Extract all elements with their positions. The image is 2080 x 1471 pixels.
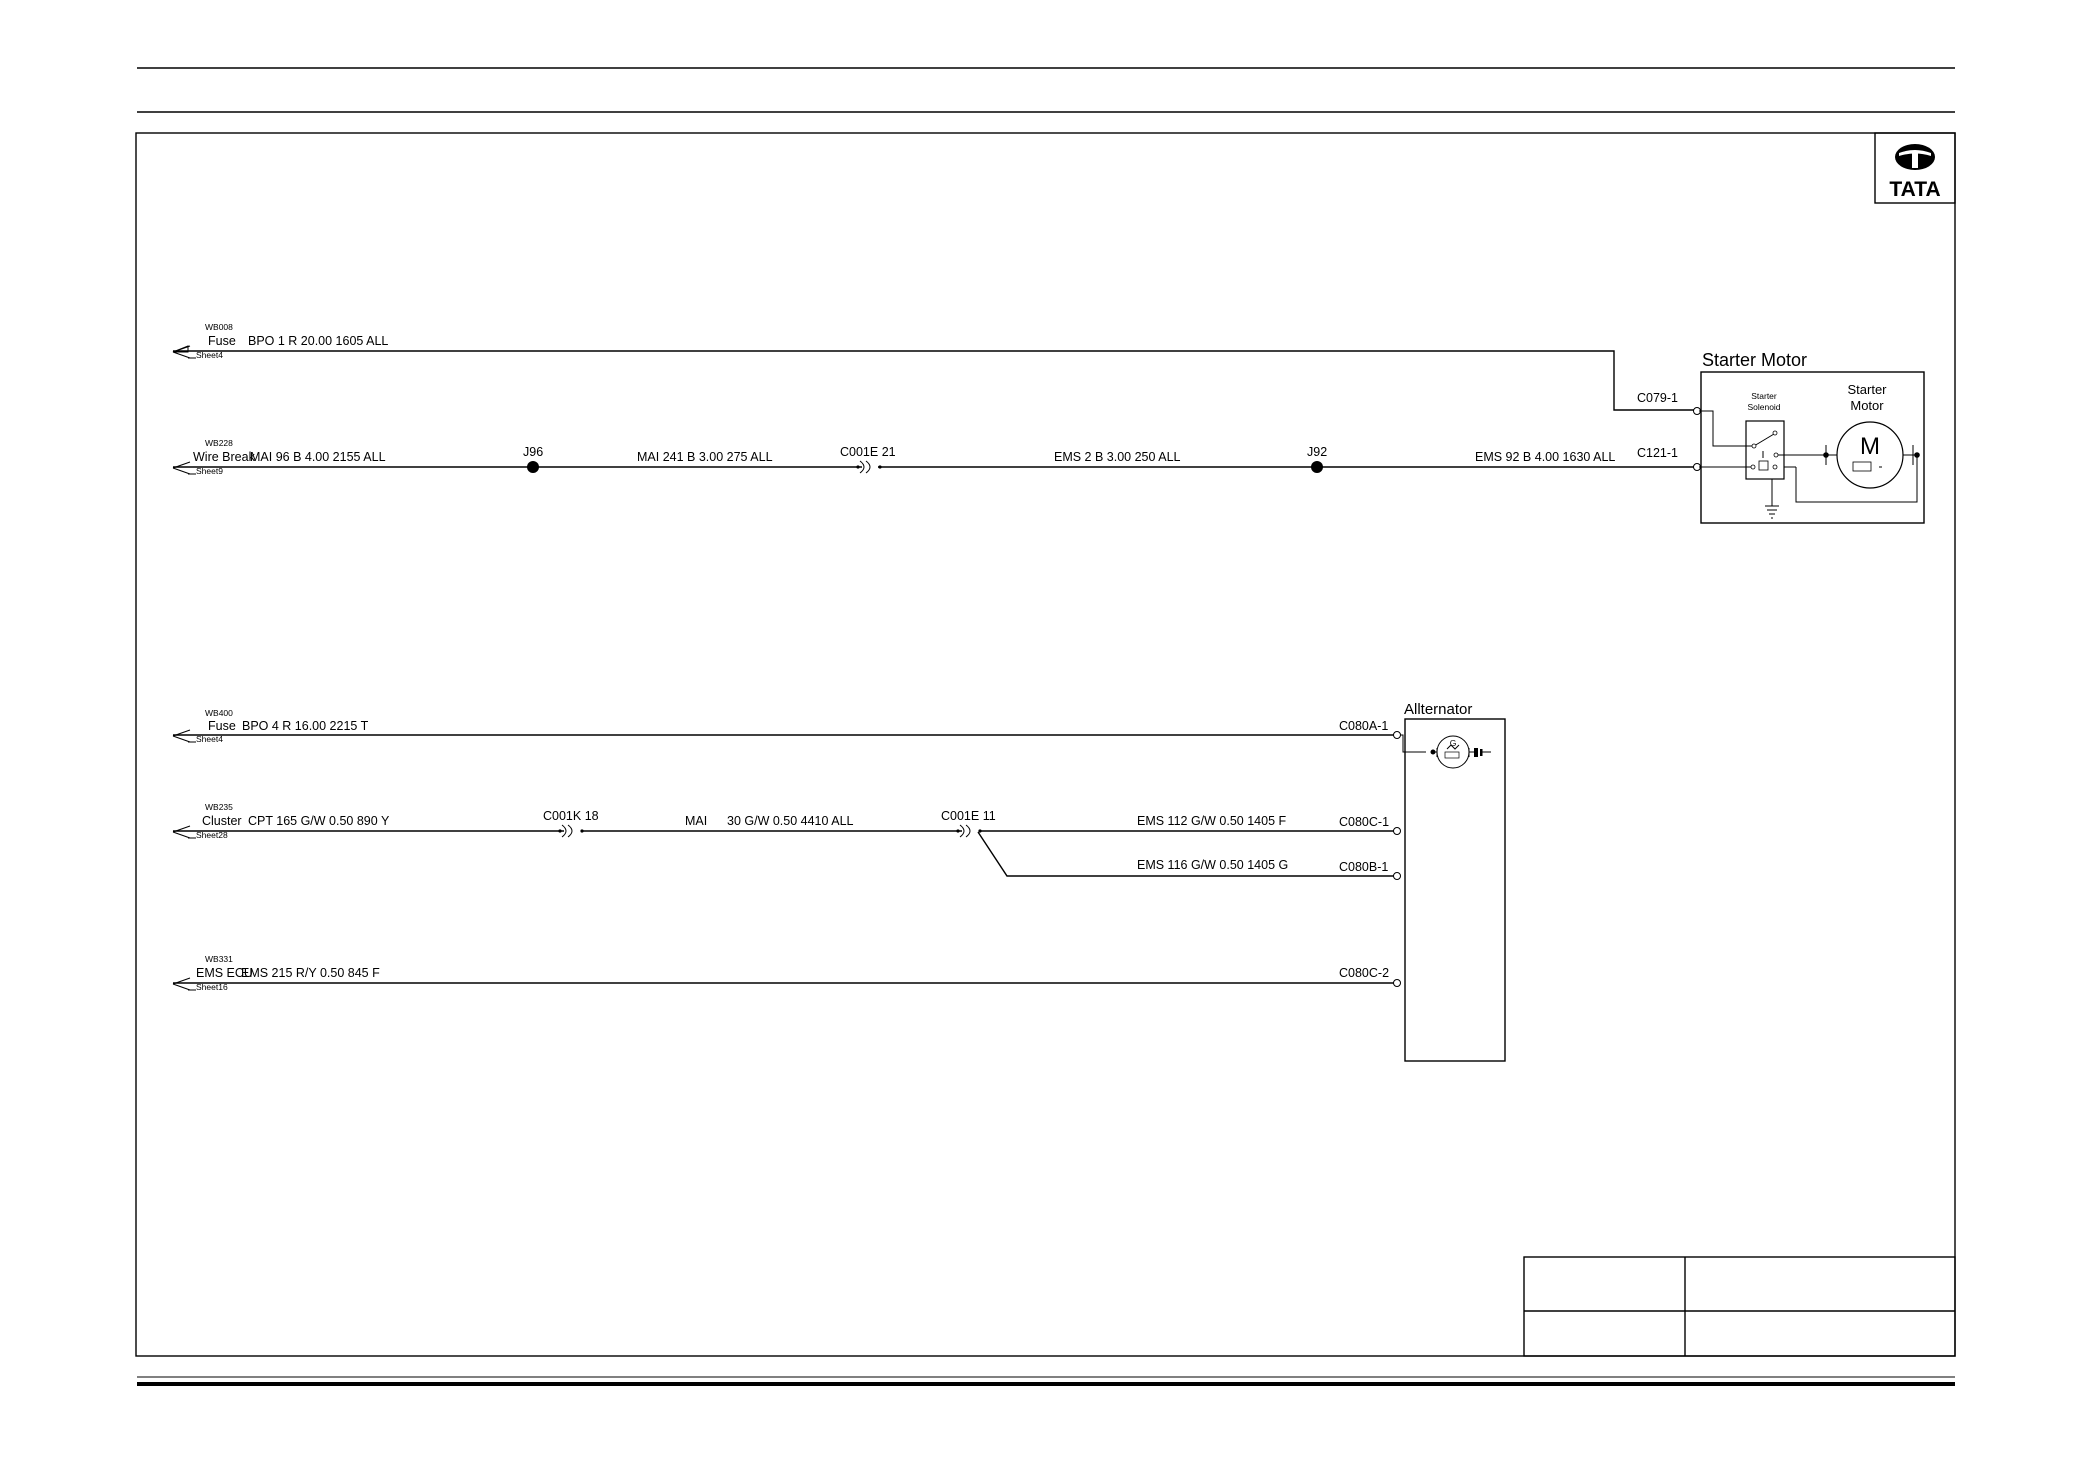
- wire-destination: Fuse: [208, 334, 236, 348]
- tata-logo: TATA: [1874, 132, 1956, 204]
- connector-pin: [1393, 872, 1401, 880]
- wire-segment-label: 30 G/W 0.50 4410 ALL: [727, 814, 854, 828]
- wire-spec-label: EMS 215 R/Y 0.50 845 F: [241, 966, 380, 980]
- connector-c080a-1: C080A-1: [1339, 719, 1388, 733]
- alternator-symbol: G: [1450, 738, 1457, 748]
- connector-pin: [1393, 979, 1401, 987]
- wire-origin-id: WB235: [205, 802, 233, 812]
- wire-origin-id: WB331: [205, 954, 233, 964]
- motor-label-line2: Motor: [1850, 398, 1884, 413]
- wire-sheet-ref: Sheet9: [196, 466, 223, 476]
- component-starter-motor: Starter Motor Starter Solenoid Starter M…: [1699, 350, 1925, 524]
- wire-segment-label: EMS 112 G/W 0.50 1405 F: [1137, 814, 1287, 828]
- connector-c121-1: C121-1: [1637, 446, 1678, 460]
- junction-j92: [1311, 461, 1323, 473]
- wire-wb235-cluster: WB235 Cluster Sheet28 CPT 165 G/W 0.50 8…: [172, 802, 1401, 880]
- connector-c079-1: C079-1: [1637, 391, 1678, 405]
- wire-segment-label: EMS 92 B 4.00 1630 ALL: [1475, 450, 1615, 464]
- wire-origin-id: WB228: [205, 438, 233, 448]
- starter-solenoid: [1745, 420, 1785, 480]
- wire-sheet-ref: Sheet4: [196, 350, 223, 360]
- motor-label-line1: Starter: [1847, 382, 1887, 397]
- wire-spec-label: BPO 1 R 20.00 1605 ALL: [248, 334, 388, 348]
- starter-motor-title: Starter Motor: [1702, 350, 1807, 370]
- wire-destination: Fuse: [208, 719, 236, 733]
- inline-connector-c001e-21: C001E 21: [840, 445, 896, 474]
- wire-sheet-ref: Sheet4: [196, 734, 223, 744]
- solenoid-label-line1: Starter: [1751, 391, 1777, 401]
- connector-c001e-11: C001E 11: [941, 809, 996, 823]
- wire-segment-label: MAI 241 B 3.00 275 ALL: [637, 450, 773, 464]
- wire-segment-label: MAI: [685, 814, 707, 828]
- connector-pin: [1393, 827, 1401, 835]
- connector-pin: [1393, 731, 1401, 739]
- junction-j96-label: J96: [523, 445, 543, 459]
- wire-destination: EMS ECU: [196, 966, 253, 980]
- wire-origin-id: WB008: [205, 322, 233, 332]
- ground-icon: [1765, 479, 1779, 519]
- connector-c080b-1: C080B-1: [1339, 860, 1388, 874]
- inline-connector-c001k-18: C001K 18: [543, 809, 599, 838]
- connector-c080c-1: C080C-1: [1339, 815, 1389, 829]
- component-alternator: Allternator G: [1400, 701, 1506, 1062]
- title-block: [1523, 1256, 1956, 1357]
- wire-segment-label: MAI 96 B 4.00 2155 ALL: [250, 450, 386, 464]
- wire-destination: Wire Break: [193, 450, 256, 464]
- logo-text: TATA: [1889, 178, 1940, 201]
- junction-j92-label: J92: [1307, 445, 1327, 459]
- wire-wb228-wire-break: WB228 Wire Break Sheet9 MAI 96 B 4.00 21…: [172, 438, 1701, 476]
- wire-wb400-fuse: WB400 Fuse Sheet4 BPO 4 R 16.00 2215 T C…: [172, 708, 1401, 744]
- connector-c080c-2: C080C-2: [1339, 966, 1389, 980]
- connector-c001k-18: C001K 18: [543, 809, 599, 823]
- solenoid-label-line2: Solenoid: [1747, 402, 1780, 412]
- wire-wb008-fuse: WB008 Fuse Sheet4 BPO 1 R 20.00 1605 ALL…: [172, 322, 1701, 415]
- wire-segment-label: EMS 116 G/W 0.50 1405 G: [1137, 858, 1288, 872]
- alternator-title: Allternator: [1404, 701, 1472, 718]
- alternator-icon: G: [1433, 735, 1491, 769]
- wire-wb331-ems-ecu: WB331 EMS ECU Sheet16 EMS 215 R/Y 0.50 8…: [172, 954, 1401, 992]
- connector-c001e-21: C001E 21: [840, 445, 896, 459]
- wire-sheet-ref: Sheet16: [196, 982, 228, 992]
- drawing-border: [135, 132, 1956, 1357]
- inline-connector-c001e-11: C001E 11: [941, 809, 996, 838]
- wire-spec-label: BPO 4 R 16.00 2215 T: [242, 719, 369, 733]
- wire-segment-label: CPT 165 G/W 0.50 890 Y: [248, 814, 390, 828]
- wire-segment-label: EMS 2 B 3.00 250 ALL: [1054, 450, 1181, 464]
- wire-origin-id: WB400: [205, 708, 233, 718]
- junction-j96: [527, 461, 539, 473]
- wire-destination: Cluster: [202, 814, 242, 828]
- wire-sheet-ref: Sheet28: [196, 830, 228, 840]
- motor-symbol: M: [1860, 433, 1880, 460]
